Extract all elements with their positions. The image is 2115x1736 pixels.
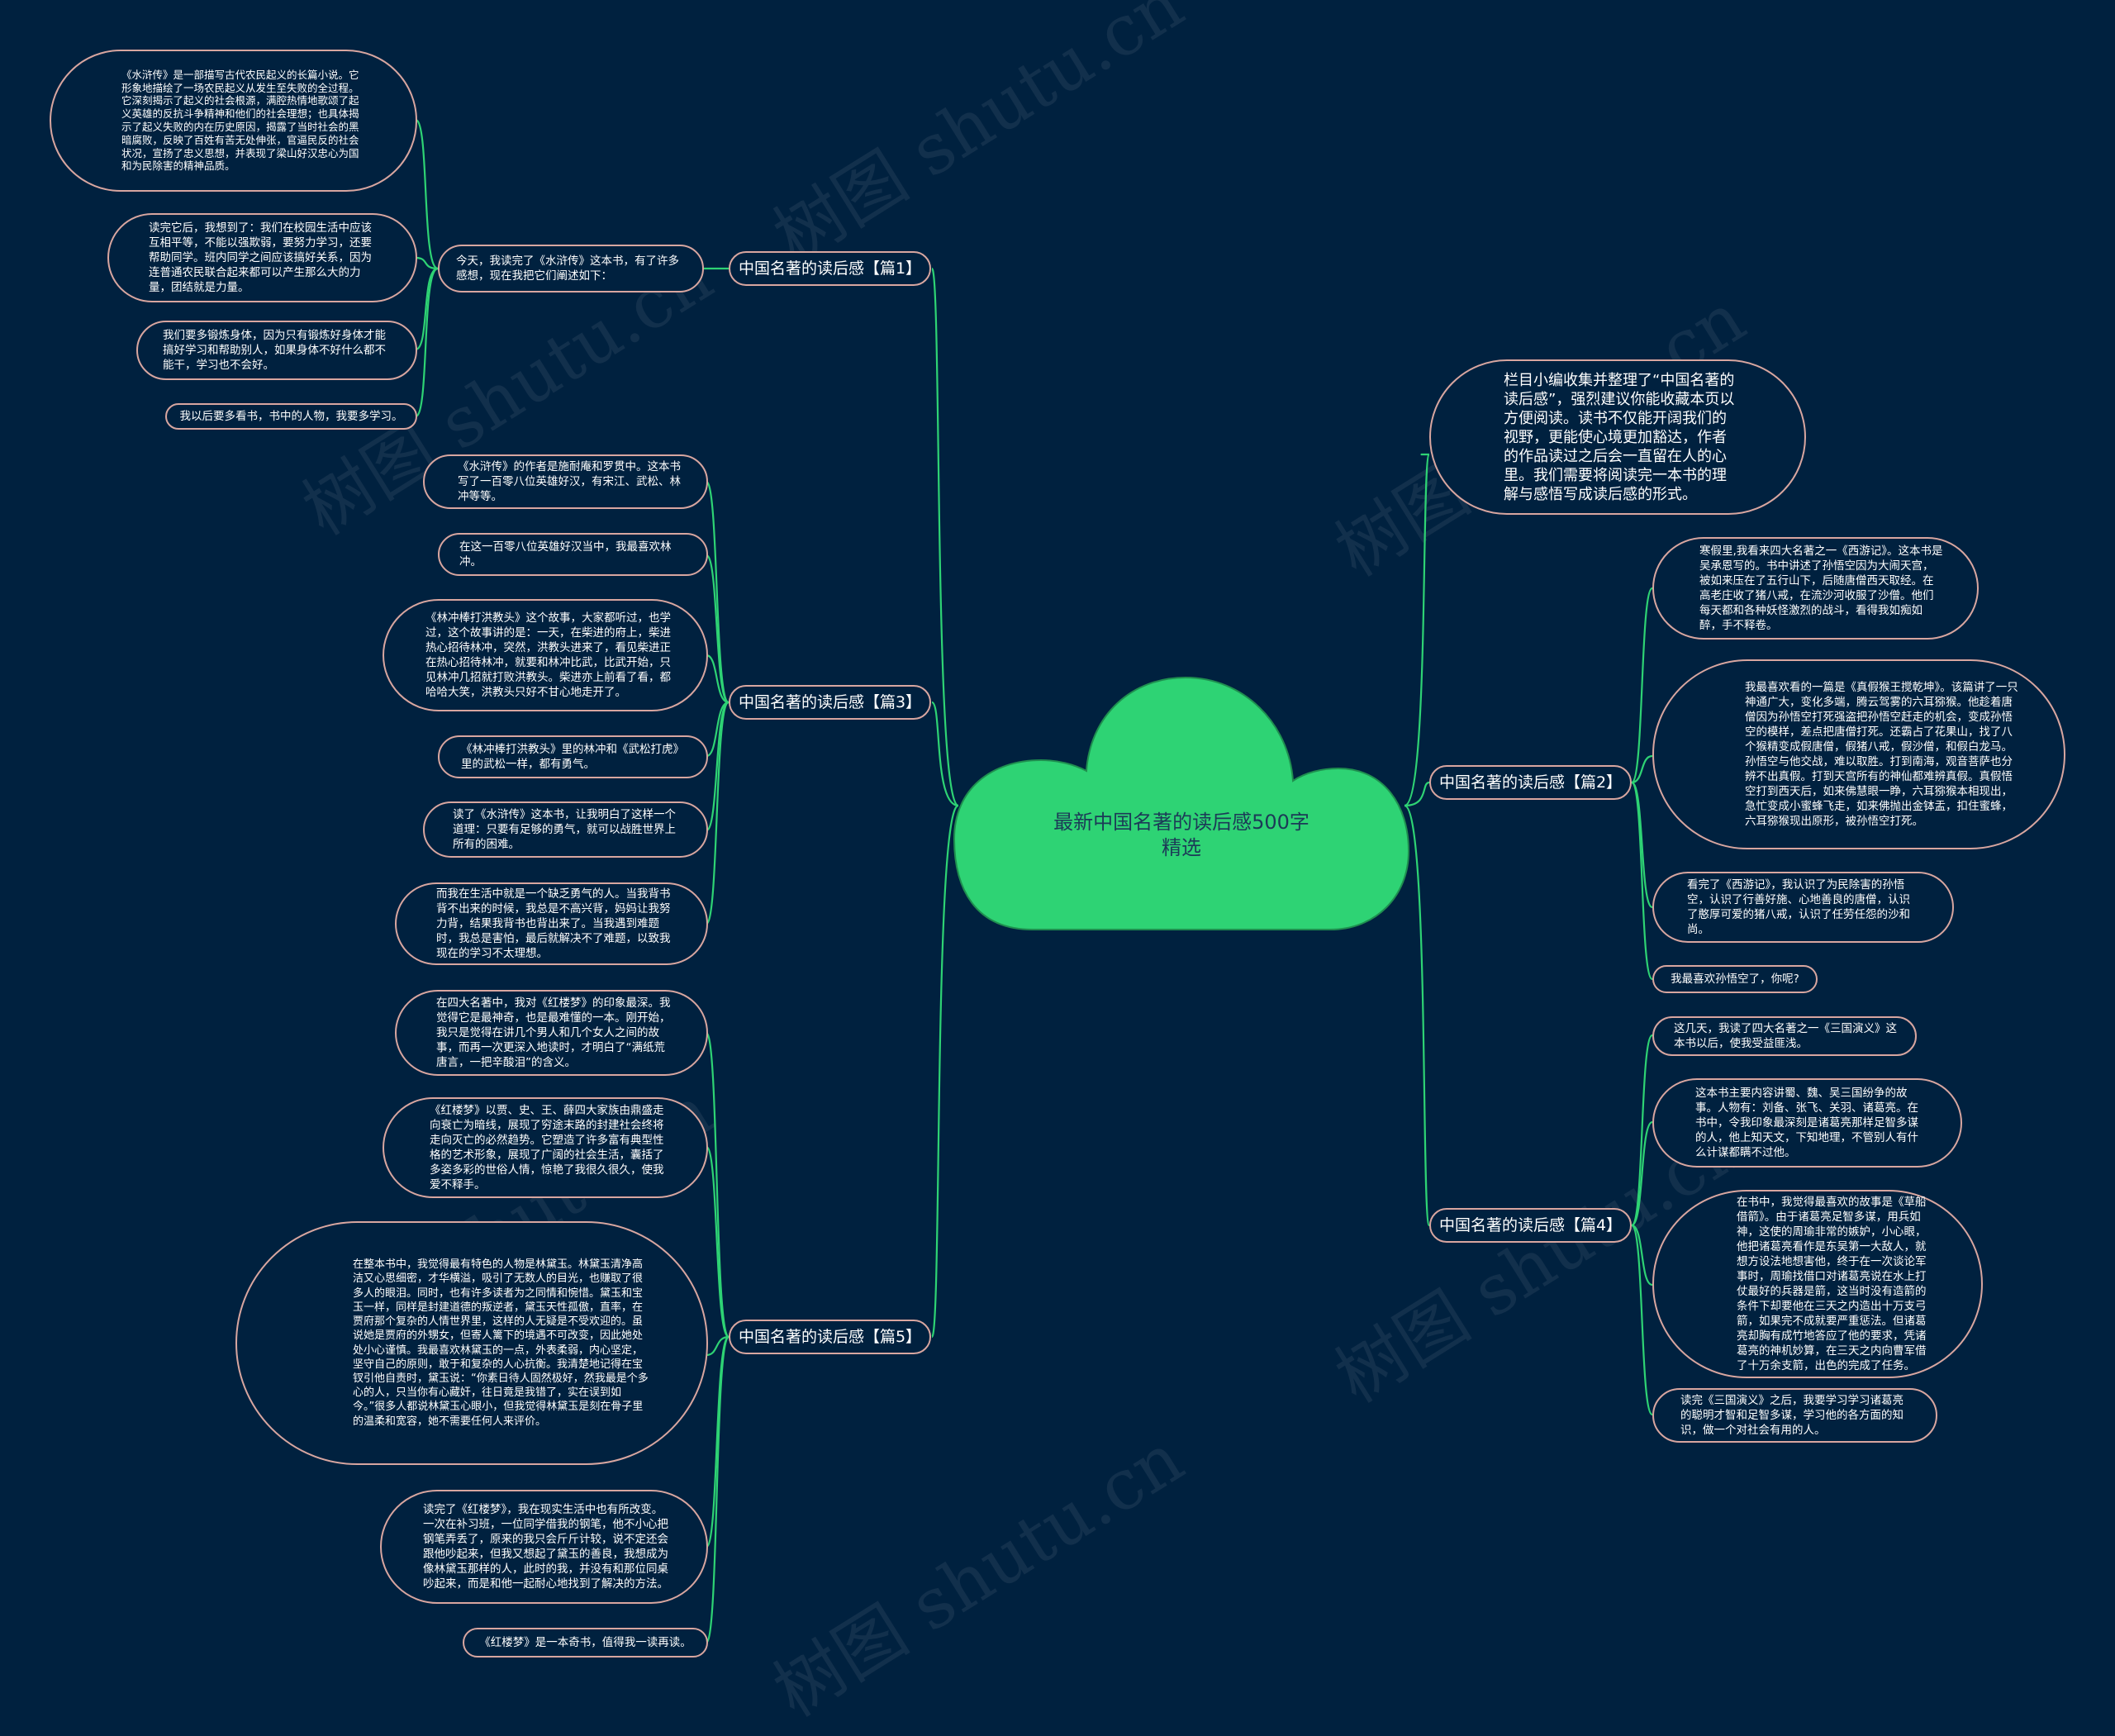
leaf-1-0[interactable]: 今天，我读完了《水浒传》这本书，有了许多感想，现在我把它们阐述如下： bbox=[438, 245, 704, 293]
branch-2[interactable]: 中国名著的读后感【篇2】 bbox=[1429, 765, 1632, 800]
leaf-3-1[interactable]: 在这一百零八位英雄好汉当中，我最喜欢林冲。 bbox=[438, 533, 708, 576]
connector bbox=[705, 701, 730, 925]
connector bbox=[1630, 781, 1654, 981]
leaf-text: 寒假里,我看来四大名著之一《西游记》。这本书是吴承恩写的。书中讲述了孙悟空因为大… bbox=[1699, 545, 1943, 632]
intro-summary[interactable]: 栏目小编收集并整理了“中国名著的读后感”，强烈建议你能收藏本页以方便阅读。读书不… bbox=[1429, 359, 1806, 515]
connector bbox=[706, 654, 730, 704]
leaf-1-1[interactable]: 《水浒传》是一部描写古代农民起义的长篇小说。它形象地描绘了一场农民起义从发生至失… bbox=[50, 50, 417, 192]
branch-3[interactable]: 中国名著的读后感【篇3】 bbox=[729, 685, 931, 720]
leaf-4-1[interactable]: 这本书主要内容讲蜀、魏、吴三国纷争的故事。人物有：刘备、张飞、关羽、诸葛亮。在书… bbox=[1652, 1078, 1962, 1168]
leaf-3-3[interactable]: 《林冲棒打洪教头》里的林冲和《武松打虎》里的武松一样，都有勇气。 bbox=[438, 735, 708, 778]
leaf-text: 我以后要多看书，书中的人物，我要多学习。 bbox=[179, 410, 403, 423]
leaf-text: 而我在生活中就是一个缺乏勇气的人。当我背书背不出来的时候，我总是不高兴背，妈妈让… bbox=[436, 887, 671, 960]
connector bbox=[1404, 781, 1430, 807]
leaf-text: 在四大名著中，我对《红楼梦》的印象最深。我觉得它是最神奇，也是最难懂的一本。刚开… bbox=[436, 996, 671, 1069]
connector bbox=[930, 804, 960, 1339]
leaf-3-2[interactable]: 《林冲棒打洪教头》这个故事，大家都听过，也学过，这个故事讲的是：一天，在柴进的府… bbox=[383, 599, 708, 711]
leaf-3-5[interactable]: 而我在生活中就是一个缺乏勇气的人。当我背书背不出来的时候，我总是不高兴背，妈妈让… bbox=[395, 882, 708, 965]
leaf-text: 这几天，我读了四大名著之一《三国演义》这本书以后，使我受益匪浅。 bbox=[1674, 1022, 1897, 1050]
connector bbox=[930, 267, 960, 807]
connector bbox=[706, 1335, 730, 1357]
leaf-4-0[interactable]: 这几天，我读了四大名著之一《三国演义》这本书以后，使我受益匪浅。 bbox=[1652, 1016, 1917, 1056]
branch-label: 中国名著的读后感【篇3】 bbox=[738, 693, 922, 711]
branch-1[interactable]: 中国名著的读后感【篇1】 bbox=[729, 251, 931, 286]
leaf-5-4[interactable]: 《红楼梦》是一本奇书，值得我一读再读。 bbox=[463, 1628, 708, 1658]
branch-5[interactable]: 中国名著的读后感【篇5】 bbox=[729, 1320, 931, 1354]
connector bbox=[705, 1031, 730, 1339]
leaf-text: 《红楼梦》以贾、史、王、薛四大家族由鼎盛走向衰亡为暗线，展现了穷途末路的封建社会… bbox=[430, 1104, 664, 1191]
central-topic[interactable]: 最新中国名著的读后感500字精选 bbox=[950, 673, 1413, 938]
leaf-text: 读完《三国演义》之后，我要学习学习诸葛亮的聪明才智和足智多谋，学习他的各方面的知… bbox=[1680, 1394, 1904, 1437]
leaf-3-0[interactable]: 《水浒传》的作者是施耐庵和罗贯中。这本书写了一百零八位英雄好汉，有宋江、武松、林… bbox=[423, 454, 708, 509]
leaf-5-0[interactable]: 在四大名著中，我对《红楼梦》的印象最深。我觉得它是最神奇，也是最难懂的一本。刚开… bbox=[395, 990, 708, 1076]
connector bbox=[705, 701, 730, 832]
branch-label: 中国名著的读后感【篇2】 bbox=[1438, 773, 1623, 792]
connector bbox=[1630, 587, 1654, 784]
leaf-text: 《水浒传》的作者是施耐庵和罗贯中。这本书写了一百零八位英雄好汉，有宋江、武松、林… bbox=[458, 460, 681, 503]
leaf-5-3[interactable]: 读完了《红楼梦》，我在现实生活中也有所改变。一次在补习班，一位同学借我的钢笔，他… bbox=[380, 1490, 708, 1604]
leaf-text: 在这一百零八位英雄好汉当中，我最喜欢林冲。 bbox=[459, 540, 672, 568]
leaf-4-3[interactable]: 读完《三国演义》之后，我要学习学习诸葛亮的聪明才智和足智多谋，学习他的各方面的知… bbox=[1652, 1388, 1937, 1443]
connector bbox=[930, 701, 959, 807]
leaf-text: 《水浒传》是一部描写古代农民起义的长篇小说。它形象地描绘了一场农民起义从发生至失… bbox=[121, 68, 359, 173]
connector bbox=[1404, 453, 1431, 807]
branch-label: 中国名著的读后感【篇5】 bbox=[738, 1328, 922, 1346]
connector bbox=[415, 118, 439, 270]
connector bbox=[705, 1145, 730, 1339]
connector bbox=[415, 267, 439, 418]
branch-label: 中国名著的读后感【篇4】 bbox=[1438, 1216, 1623, 1234]
leaf-text: 我最喜欢孙悟空了，你呢? bbox=[1671, 973, 1799, 986]
connector bbox=[415, 256, 439, 270]
leaf-text: 在整本书中，我觉得最有特色的人物是林黛玉。林黛玉清净高洁又心思细密，才华横溢，吸… bbox=[353, 1258, 649, 1428]
leaf-2-2[interactable]: 看完了《西游记》，我认识了为民除害的孙悟空，认识了行善好施、心地善良的唐僧，认识… bbox=[1652, 872, 1954, 943]
connector bbox=[1631, 1224, 1653, 1287]
leaf-3-4[interactable]: 读了《水浒传》这本书，让我明白了这样一个道理：只要有足够的勇气，就可以战胜世界上… bbox=[423, 801, 708, 858]
leaf-1-4[interactable]: 我以后要多看书，书中的人物，我要多学习。 bbox=[165, 403, 417, 430]
leaf-1-3[interactable]: 我们要多锻炼身体，因为只有锻炼好身体才能搞好学习和帮助别人，如果身体不好什么都不… bbox=[136, 321, 417, 380]
connector bbox=[1630, 1224, 1654, 1416]
branch-label: 中国名著的读后感【篇1】 bbox=[738, 259, 922, 278]
intro-text: 栏目小编收集并整理了“中国名著的读后感”，强烈建议你能收藏本页以方便阅读。读书不… bbox=[1504, 371, 1735, 503]
central-title: 最新中国名著的读后感500字精选 bbox=[1053, 811, 1309, 859]
leaf-text: 看完了《西游记》，我认识了为民除害的孙悟空，认识了行善好施、心地善良的唐僧，认识… bbox=[1687, 878, 1910, 936]
leaf-2-1[interactable]: 我最喜欢看的一篇是《真假猴王搅乾坤》。该篇讲了一只神通广大，变化多端，腾云驾雾的… bbox=[1652, 659, 2065, 849]
leaf-5-2[interactable]: 在整本书中，我觉得最有特色的人物是林黛玉。林黛玉清净高洁又心思细密，才华横溢，吸… bbox=[235, 1221, 708, 1465]
connector bbox=[1630, 1034, 1654, 1227]
cloud-shape bbox=[953, 676, 1410, 930]
connector bbox=[706, 701, 730, 758]
leaf-5-1[interactable]: 《红楼梦》以贾、史、王、薛四大家族由鼎盛走向衰亡为暗线，展现了穷途末路的封建社会… bbox=[383, 1097, 708, 1198]
connector bbox=[705, 1335, 730, 1644]
connector bbox=[705, 1335, 730, 1548]
leaf-text: 读完它后，我想到了：我们在校园生活中应该互相平等，不能以强欺弱，要努力学习，还要… bbox=[149, 221, 372, 294]
leaf-2-3[interactable]: 我最喜欢孙悟空了，你呢? bbox=[1652, 965, 1818, 993]
leaf-text: 这本书主要内容讲蜀、魏、吴三国纷争的故事。人物有：刘备、张飞、关羽、诸葛亮。在书… bbox=[1695, 1087, 1918, 1159]
leaf-2-0[interactable]: 寒假里,我看来四大名著之一《西游记》。这本书是吴承恩写的。书中讲述了孙悟空因为大… bbox=[1652, 537, 1979, 640]
leaf-text: 今天，我读完了《水浒传》这本书，有了许多感想，现在我把它们阐述如下： bbox=[456, 254, 679, 283]
connector bbox=[705, 554, 730, 704]
leaf-text: 《红楼梦》是一本奇书，值得我一读再读。 bbox=[479, 1636, 692, 1649]
leaf-text: 《林冲棒打洪教头》里的林冲和《武松打虎》里的武松一样，都有勇气。 bbox=[461, 743, 684, 771]
leaf-1-2[interactable]: 读完它后，我想到了：我们在校园生活中应该互相平等，不能以强欺弱，要努力学习，还要… bbox=[107, 213, 417, 302]
branch-4[interactable]: 中国名著的读后感【篇4】 bbox=[1429, 1208, 1632, 1243]
leaf-text: 我最喜欢看的一篇是《真假猴王搅乾坤》。该篇讲了一只神通广大，变化多端，腾云驾雾的… bbox=[1745, 681, 2018, 828]
leaf-text: 《林冲棒打洪教头》这个故事，大家都听过，也学过，这个故事讲的是：一天，在柴进的府… bbox=[425, 611, 671, 699]
leaf-text: 读了《水浒传》这本书，让我明白了这样一个道理：只要有足够的勇气，就可以战胜世界上… bbox=[453, 808, 676, 851]
leaf-text: 我们要多锻炼身体，因为只有锻炼好身体才能搞好学习和帮助别人，如果身体不好什么都不… bbox=[163, 329, 386, 372]
connector bbox=[1631, 1120, 1653, 1227]
leaf-4-2[interactable]: 在书中，我觉得最喜欢的故事是《草船借箭》。由于诸葛亮足智多谋，用兵如神，这使的周… bbox=[1652, 1190, 1983, 1378]
connector bbox=[705, 480, 730, 704]
leaf-text: 读完了《红楼梦》，我在现实生活中也有所改变。一次在补习班，一位同学借我的钢笔，他… bbox=[423, 1503, 668, 1591]
connector bbox=[1631, 754, 1653, 784]
leaf-text: 在书中，我觉得最喜欢的故事是《草船借箭》。由于诸葛亮足智多谋，用兵如神，这使的周… bbox=[1737, 1196, 1927, 1372]
connector bbox=[1404, 804, 1431, 1227]
